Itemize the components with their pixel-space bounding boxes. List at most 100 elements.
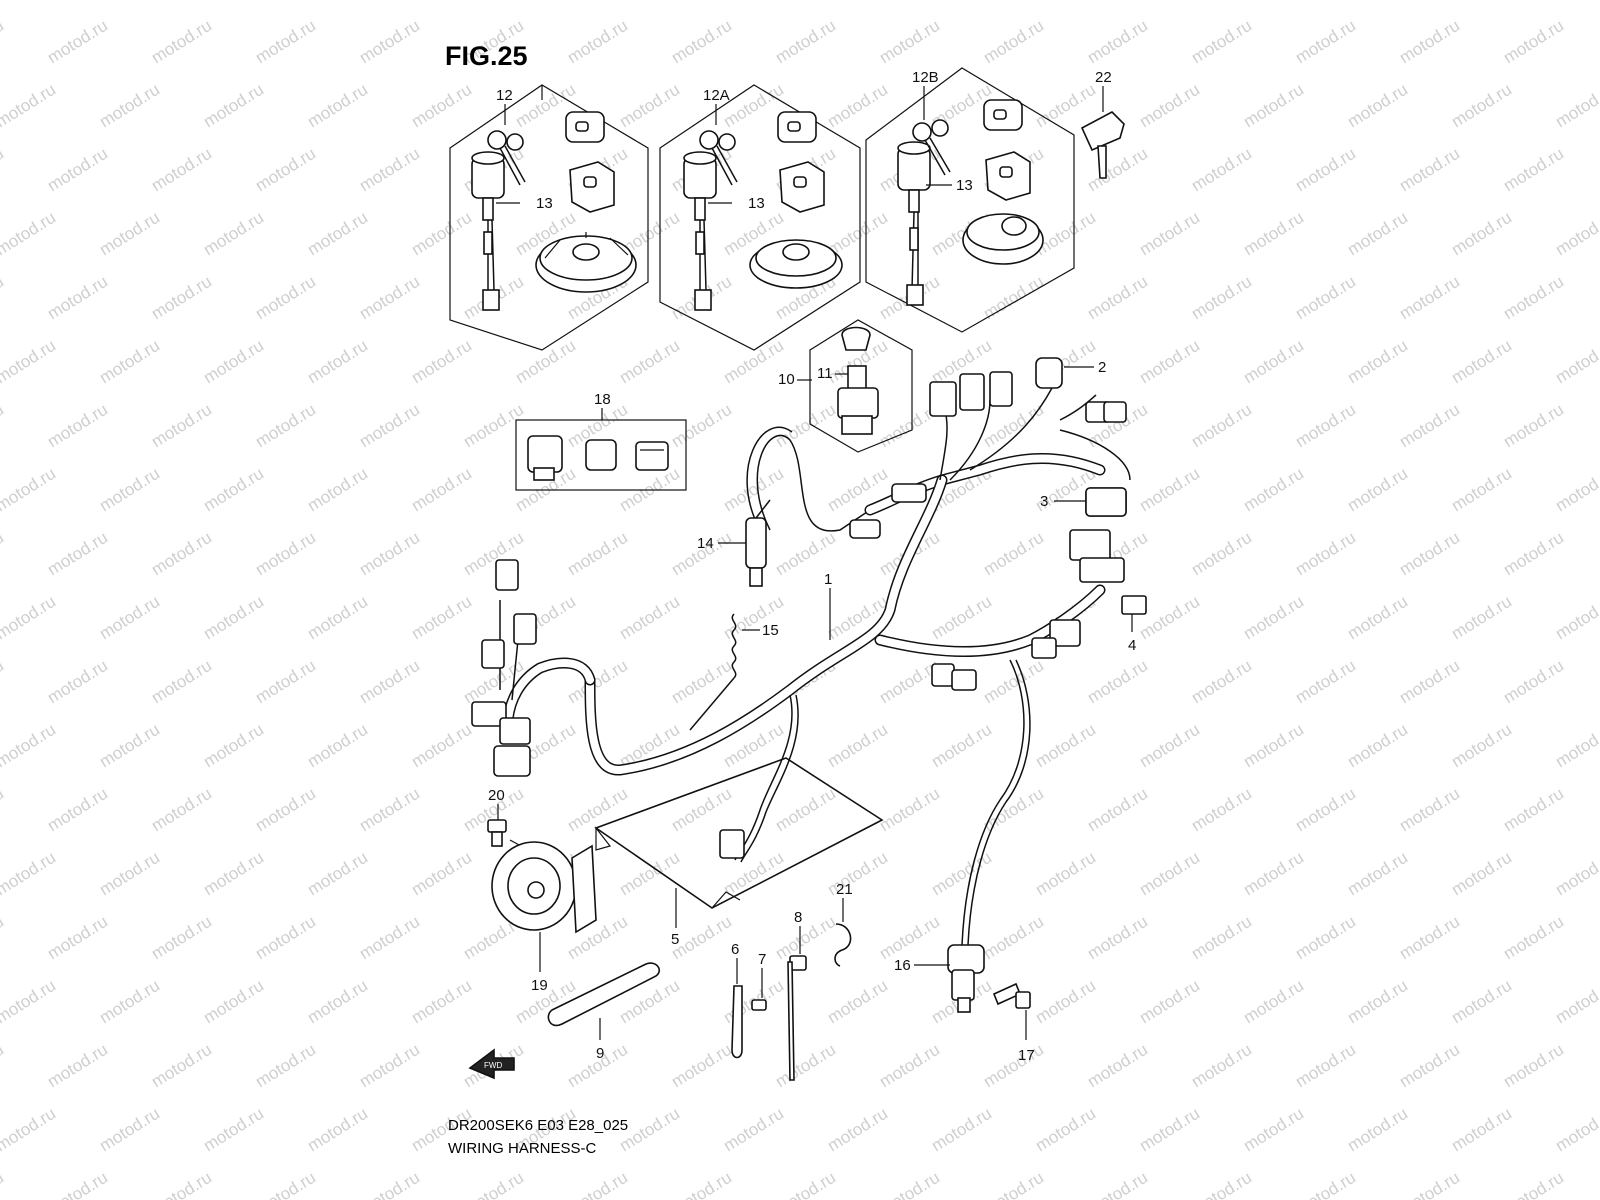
watermark-text: motod.ru bbox=[148, 1040, 215, 1092]
watermark-text: motod.ru bbox=[96, 976, 163, 1028]
watermark-text: motod.ru bbox=[980, 1040, 1047, 1092]
watermark-text: motod.ru bbox=[1448, 1104, 1515, 1156]
watermark-text: motod.ru bbox=[44, 400, 111, 452]
horn-19: 19 bbox=[491, 841, 597, 994]
watermark-text: motod.ru bbox=[1084, 272, 1151, 324]
bolt-17: 17 bbox=[992, 982, 1035, 1064]
callout-2: 2 bbox=[1098, 359, 1106, 376]
watermark-text: motod.ru bbox=[1084, 656, 1151, 708]
watermark-text: motod.ru bbox=[304, 720, 371, 772]
watermark-text: motod.ru bbox=[876, 1040, 943, 1092]
watermark-text: motod.ru bbox=[252, 912, 319, 964]
fuse-4: 4 bbox=[1121, 595, 1147, 654]
watermark-text: motod.ru bbox=[1292, 1040, 1359, 1092]
key-icon bbox=[487, 130, 526, 186]
watermark-text: motod.ru bbox=[1188, 272, 1255, 324]
watermark-text: motod.ru bbox=[512, 0, 579, 3]
lock-cap-icon bbox=[777, 111, 817, 143]
watermark-text: motod.ru bbox=[876, 16, 943, 68]
watermark-text: motod.ru bbox=[252, 272, 319, 324]
watermark-text: motod.ru bbox=[824, 80, 891, 132]
watermark-text: motod.ru bbox=[1344, 848, 1411, 900]
watermark-text: motod.ru bbox=[1188, 16, 1255, 68]
watermark-text: motod.ru bbox=[1344, 976, 1411, 1028]
watermark-text: motod.ru bbox=[876, 912, 943, 964]
watermark-text: motod.ru bbox=[616, 80, 683, 132]
forward-arrow-icon: FWD bbox=[468, 1048, 515, 1080]
watermark-text: motod.ru bbox=[44, 16, 111, 68]
watermark-text: motod.ru bbox=[1344, 336, 1411, 388]
watermark-text: motod.ru bbox=[0, 208, 59, 260]
watermark-text: motod.ru bbox=[1552, 336, 1600, 388]
watermark-text: motod.ru bbox=[1552, 80, 1600, 132]
watermark-text: motod.ru bbox=[1292, 400, 1359, 452]
watermark-text: motod.ru bbox=[1240, 80, 1307, 132]
lock-cap-icon bbox=[565, 111, 605, 143]
watermark-text: motod.ru bbox=[1396, 1040, 1463, 1092]
watermark-text: motod.ru bbox=[252, 784, 319, 836]
watermark-text: motod.ru bbox=[1292, 656, 1359, 708]
watermark-text: motod.ru bbox=[96, 208, 163, 260]
watermark-text: motod.ru bbox=[1136, 0, 1203, 3]
watermark-text: motod.ru bbox=[0, 336, 59, 388]
watermark-text: motod.ru bbox=[408, 208, 475, 260]
watermark-text: motod.ru bbox=[772, 1040, 839, 1092]
watermark-text: motod.ru bbox=[0, 656, 7, 708]
watermark-text: motod.ru bbox=[408, 0, 475, 3]
watermark-text: motod.ru bbox=[1552, 1104, 1600, 1156]
switch-assembly-10: 11 10 bbox=[778, 319, 913, 453]
callout-20: 20 bbox=[488, 787, 505, 804]
watermark-text: motod.ru bbox=[772, 784, 839, 836]
brake-switch-14: 14 bbox=[697, 499, 771, 587]
watermark-text: motod.ru bbox=[0, 1040, 7, 1092]
main-wiring-harness bbox=[499, 387, 1131, 946]
ignition-switch-icon bbox=[471, 151, 505, 311]
watermark-text: motod.ru bbox=[1344, 80, 1411, 132]
watermark-text: motod.ru bbox=[200, 464, 267, 516]
callout-12a: 12A bbox=[703, 87, 730, 104]
figure-caption: WIRING HARNESS-C bbox=[448, 1140, 597, 1157]
callout-12: 12 bbox=[496, 87, 513, 104]
watermark-text: motod.ru bbox=[252, 1040, 319, 1092]
callout-4: 4 bbox=[1128, 637, 1136, 654]
watermark-text: motod.ru bbox=[0, 464, 59, 516]
watermark-text: motod.ru bbox=[928, 848, 995, 900]
key-icon bbox=[912, 119, 951, 176]
watermark-text: motod.ru bbox=[1240, 720, 1307, 772]
watermark-text: motod.ru bbox=[1240, 336, 1307, 388]
watermark-text: motod.ru bbox=[304, 464, 371, 516]
watermark-text: motod.ru bbox=[928, 1104, 995, 1156]
key-icon bbox=[699, 130, 738, 186]
watermark-text: motod.ru bbox=[1552, 976, 1600, 1028]
watermark-text: motod.ru bbox=[1292, 912, 1359, 964]
watermark-text: motod.ru bbox=[356, 144, 423, 196]
watermark-text: motod.ru bbox=[1448, 592, 1515, 644]
watermark-text: motod.ru bbox=[356, 1040, 423, 1092]
watermark-text: motod.ru bbox=[0, 144, 7, 196]
watermark-text: motod.ru bbox=[1396, 656, 1463, 708]
watermark-text: motod.ru bbox=[1084, 912, 1151, 964]
watermark-text: motod.ru bbox=[1292, 272, 1359, 324]
ignition-kit-12a: 13 12A bbox=[659, 84, 861, 351]
lock-cap-icon bbox=[983, 99, 1023, 131]
callout-5: 5 bbox=[671, 931, 679, 948]
watermark-text: motod.ru bbox=[0, 1104, 59, 1156]
watermark-text: motod.ru bbox=[148, 1168, 215, 1200]
watermark-text: motod.ru bbox=[356, 16, 423, 68]
callout-21: 21 bbox=[836, 881, 853, 898]
watermark-text: motod.ru bbox=[1344, 464, 1411, 516]
ignition-switch-icon bbox=[683, 151, 717, 311]
watermark-text: motod.ru bbox=[980, 16, 1047, 68]
watermark-text: motod.ru bbox=[668, 784, 735, 836]
watermark-text: motod.ru bbox=[148, 400, 215, 452]
watermark-text: motod.ru bbox=[1500, 528, 1567, 580]
watermark-text: motod.ru bbox=[0, 592, 59, 644]
watermark-text: motod.ru bbox=[1344, 720, 1411, 772]
watermark-text: motod.ru bbox=[876, 784, 943, 836]
watermark-text: motod.ru bbox=[1500, 912, 1567, 964]
bolt-20: 20 bbox=[487, 787, 533, 853]
watermark-text: motod.ru bbox=[668, 1040, 735, 1092]
watermark-text: motod.ru bbox=[1500, 1168, 1567, 1200]
watermark-text: motod.ru bbox=[304, 80, 371, 132]
fuel-cap-icon bbox=[749, 239, 843, 289]
